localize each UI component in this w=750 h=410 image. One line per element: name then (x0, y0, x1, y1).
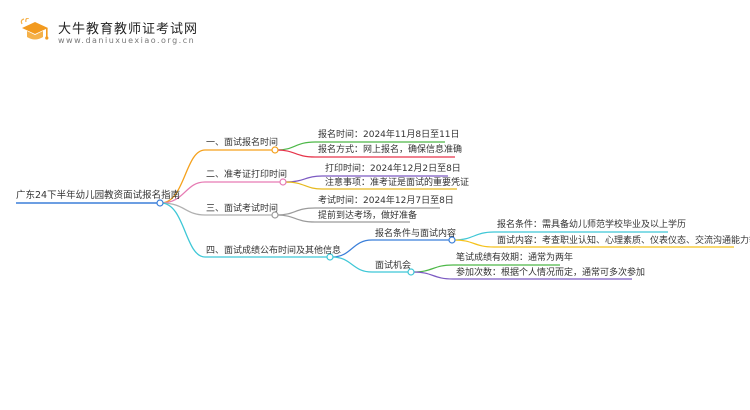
branch-1-connector (160, 149, 274, 204)
branch-3-child-1-label: 考试时间：2024年12月7日至8日 (318, 196, 454, 206)
branch-4-label: 四、面试成绩公布时间及其他信息 (206, 246, 342, 256)
branch-2-child-2-label: 注意事项：准考证是面试的重要凭证 (325, 178, 470, 188)
branch-4-sub-1-connector (331, 239, 451, 258)
branch-4-sub-2-child-2-label: 参加次数：根据个人情况而定，通常可多次参加 (456, 268, 646, 278)
branch-3-child-2-label: 提前到达考场，做好准备 (318, 211, 418, 221)
branch-2-node-dot (279, 178, 287, 186)
branch-2-connector (160, 181, 282, 204)
branch-2-child-1-label: 打印时间：2024年12月2日至8日 (325, 164, 461, 174)
branch-3-node-dot (271, 211, 279, 219)
root-label: 广东24下半年幼儿园教资面试报名指南 (16, 190, 181, 201)
branch-4-sub-1-child-2-label: 面试内容：考查职业认知、心理素质、仪表仪态、交流沟通能力等 (497, 236, 750, 246)
branch-3-label: 三、面试考试时间 (206, 204, 279, 214)
branch-1-node-dot (271, 146, 279, 154)
branch-2-child-2-connector (284, 181, 457, 190)
root-node-dot (156, 199, 164, 207)
site-title: 大牛教育教师证考试网 (58, 22, 199, 37)
branch-4-sub-1-label: 报名条件与面试内容 (375, 229, 457, 239)
branch-4-node-dot (326, 253, 334, 261)
branch-4-sub-2-connector (331, 256, 410, 273)
graduation-cap-logo-icon (20, 18, 49, 40)
branch-1-child-1-label: 报名时间：2024年11月8日至11日 (318, 130, 460, 140)
branch-1-label: 一、面试报名时间 (206, 138, 279, 148)
branch-3-connector (160, 202, 274, 216)
branch-4-sub-1-child-1-label: 报名条件：需具备幼儿师范学校毕业及以上学历 (497, 220, 687, 230)
branch-4-sub-1-child-2-connector (453, 239, 734, 248)
branch-3-child-2-connector (276, 214, 410, 223)
branch-4-sub-2-node-dot (407, 268, 415, 276)
branch-4-sub-2-child-1-label: 笔试成绩有效期：通常为两年 (456, 253, 574, 263)
branch-2-label: 二、准考证打印时间 (206, 170, 288, 180)
branch-4-connector (160, 202, 329, 258)
branch-1-child-2-label: 报名方式：网上报名，确保信息准确 (318, 145, 463, 155)
branch-1-child-2-connector (276, 149, 455, 158)
branch-4-sub-2-child-2-connector (412, 271, 632, 280)
branch-4-sub-1-node-dot (448, 236, 456, 244)
branch-4-sub-2-label: 面试机会 (375, 261, 412, 271)
site-url: www.daniuxuexiao.org.cn (58, 36, 196, 45)
